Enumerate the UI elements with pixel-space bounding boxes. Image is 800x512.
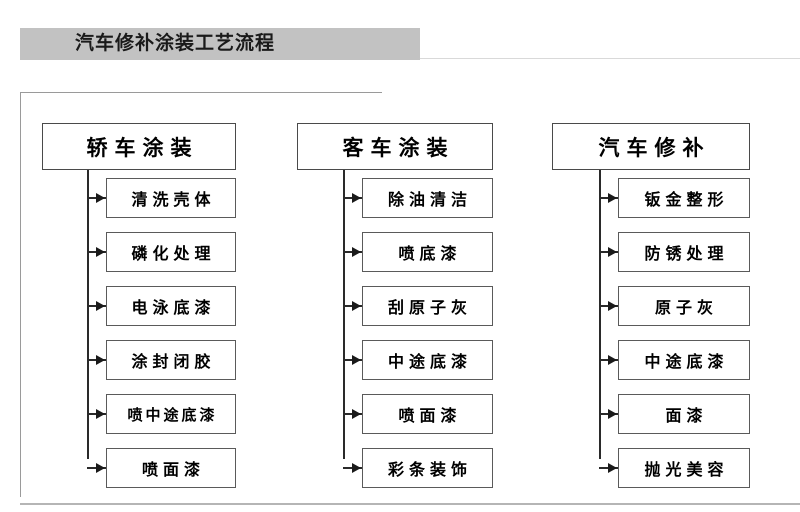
outer-frame-left-rule: [20, 92, 21, 497]
step-box-refinish-4[interactable]: 中途底漆: [618, 340, 750, 380]
arrow-head-bus-3: [352, 301, 361, 311]
column-title-box-bus-painting[interactable]: 客车涂装: [297, 123, 493, 170]
step-label: 抛光美容: [644, 462, 729, 479]
step-label: 中途底漆: [644, 354, 729, 371]
step-box-refinish-5[interactable]: 面漆: [618, 394, 750, 434]
column-title-label: 客车涂装: [342, 136, 455, 160]
arrow-head-sedan-6: [96, 463, 105, 473]
trunk-connector-refinish: [599, 170, 601, 459]
arrow-head-bus-1: [352, 193, 361, 203]
step-box-bus-5[interactable]: 喷面漆: [362, 394, 493, 434]
arrow-head-bus-5: [352, 409, 361, 419]
step-label: 中途底漆: [387, 354, 472, 371]
step-box-sedan-2[interactable]: 磷化处理: [106, 232, 236, 272]
header-underline-rule: [420, 58, 800, 59]
step-label: 喷底漆: [398, 246, 462, 263]
arrow-head-bus-6: [352, 463, 361, 473]
step-box-refinish-2[interactable]: 防锈处理: [618, 232, 750, 272]
step-label: 电泳底漆: [131, 300, 216, 317]
arrow-head-sedan-1: [96, 193, 105, 203]
arrow-head-sedan-3: [96, 301, 105, 311]
arrow-head-refinish-5: [608, 409, 617, 419]
step-label: 喷面漆: [398, 408, 462, 425]
step-label: 除油清洁: [387, 192, 472, 209]
arrow-head-refinish-4: [608, 355, 617, 365]
outer-frame-top-rule: [20, 92, 382, 93]
header-banner-background: [20, 28, 420, 60]
column-title-label: 轿车涂装: [86, 136, 199, 160]
step-box-bus-6[interactable]: 彩条装饰: [362, 448, 493, 488]
step-box-refinish-3[interactable]: 原子灰: [618, 286, 750, 326]
step-box-refinish-6[interactable]: 抛光美容: [618, 448, 750, 488]
arrow-head-sedan-5: [96, 409, 105, 419]
arrow-head-sedan-2: [96, 247, 105, 257]
trunk-connector-sedan: [87, 170, 89, 459]
step-label: 刮原子灰: [387, 300, 472, 317]
column-title-box-auto-refinish[interactable]: 汽车修补: [552, 123, 750, 170]
arrow-head-bus-2: [352, 247, 361, 257]
step-box-sedan-6[interactable]: 喷面漆: [106, 448, 236, 488]
step-box-sedan-3[interactable]: 电泳底漆: [106, 286, 236, 326]
step-box-bus-3[interactable]: 刮原子灰: [362, 286, 493, 326]
arrow-head-refinish-3: [608, 301, 617, 311]
step-box-sedan-4[interactable]: 涂封闭胶: [106, 340, 236, 380]
step-label: 防锈处理: [644, 246, 729, 263]
step-box-refinish-1[interactable]: 钣金整形: [618, 178, 750, 218]
column-title-box-sedan-painting[interactable]: 轿车涂装: [42, 123, 236, 170]
step-label: 清洗壳体: [131, 192, 216, 209]
step-label: 喷面漆: [141, 462, 205, 479]
step-box-bus-1[interactable]: 除油清洁: [362, 178, 493, 218]
step-label: 钣金整形: [644, 192, 729, 209]
step-label: 喷中途底漆: [127, 406, 218, 424]
arrow-head-refinish-2: [608, 247, 617, 257]
arrow-head-refinish-6: [608, 463, 617, 473]
page-title: 汽车修补涂装工艺流程: [75, 33, 276, 54]
step-label: 磷化处理: [131, 246, 216, 263]
step-box-sedan-1[interactable]: 清洗壳体: [106, 178, 236, 218]
step-label: 原子灰: [654, 300, 718, 317]
outer-frame-bottom-rule: [20, 503, 800, 505]
arrow-head-bus-4: [352, 355, 361, 365]
step-label: 彩条装饰: [387, 462, 472, 479]
step-box-bus-4[interactable]: 中途底漆: [362, 340, 493, 380]
arrow-head-sedan-4: [96, 355, 105, 365]
step-box-sedan-5[interactable]: 喷中途底漆: [106, 394, 236, 434]
step-box-bus-2[interactable]: 喷底漆: [362, 232, 493, 272]
trunk-connector-bus: [343, 170, 345, 459]
step-label: 面漆: [665, 408, 708, 425]
column-title-label: 汽车修补: [598, 136, 711, 160]
arrow-head-refinish-1: [608, 193, 617, 203]
step-label: 涂封闭胶: [131, 354, 216, 371]
